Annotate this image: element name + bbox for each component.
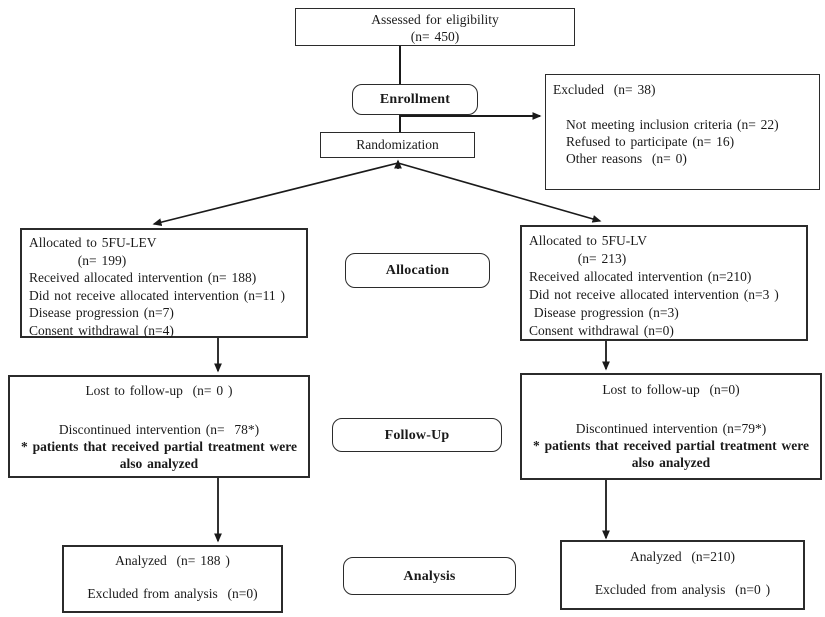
alloc-left-line: Received allocated intervention (n= 188)	[29, 270, 257, 285]
phase-enrollment: Enrollment	[352, 84, 478, 115]
ana-right-analyzed: Analyzed (n=210)	[629, 549, 736, 564]
excluded-item: Not meeting inclusion criteria (n= 22)	[566, 117, 779, 132]
alloc-right-line: Consent withdrawal (n=0)	[529, 323, 674, 338]
alloc-left-line: Allocated to 5FU-LEV	[29, 235, 157, 250]
phase-analysis: Analysis	[343, 557, 516, 595]
assessed-box: Assessed for eligibility (n= 450)	[295, 8, 575, 46]
alloc-right-line: Allocated to 5FU-LV	[529, 233, 647, 248]
randomization-box: Randomization	[320, 132, 475, 158]
allocation-right-box: Allocated to 5FU-LV (n= 213) Received al…	[520, 225, 808, 341]
alloc-left-line: Consent withdrawal (n=4)	[29, 322, 174, 338]
randomization-label: Randomization	[356, 137, 439, 152]
fu-right-discontinued: Discontinued intervention (n=79*)	[575, 421, 767, 436]
excluded-item: Refused to participate (n= 16)	[566, 134, 735, 149]
alloc-left-line: Did not receive allocated intervention (…	[29, 287, 286, 303]
ana-right-excluded: Excluded from analysis (n=0 )	[594, 582, 771, 597]
followup-left-box: Lost to follow-up (n= 0 ) Discontinued i…	[8, 375, 310, 478]
fu-right-lost: Lost to follow-up (n=0)	[602, 382, 740, 397]
ana-left-excluded: Excluded from analysis (n=0)	[87, 586, 258, 601]
ana-left-analyzed: Analyzed (n= 188 )	[115, 553, 230, 568]
excluded-box: Excluded (n= 38) Not meeting inclusion c…	[545, 74, 820, 190]
fu-left-note: * patients that received partial treatme…	[21, 439, 302, 471]
phase-enrollment-label: Enrollment	[379, 92, 451, 107]
phase-followup-label: Follow-Up	[384, 427, 450, 443]
excluded-title: Excluded (n= 38)	[553, 82, 656, 97]
phase-allocation-label: Allocation	[385, 263, 450, 278]
alloc-right-line: Did not receive allocated intervention (…	[529, 287, 779, 302]
alloc-right-line: Disease progression (n=3)	[529, 305, 679, 320]
excluded-item: Other reasons (n= 0)	[566, 151, 687, 166]
phase-followup: Follow-Up	[332, 418, 502, 452]
phase-allocation: Allocation	[345, 253, 490, 288]
fu-right-note: * patients that received partial treatme…	[533, 438, 814, 470]
phase-analysis-label: Analysis	[403, 568, 456, 584]
followup-right-box: Lost to follow-up (n=0) Discontinued int…	[520, 373, 822, 480]
analysis-right-box: Analyzed (n=210) Excluded from analysis …	[560, 540, 805, 610]
analysis-left-box: Analyzed (n= 188 ) Excluded from analysi…	[62, 545, 283, 613]
alloc-right-line: Received allocated intervention (n=210)	[529, 269, 752, 284]
fu-left-lost: Lost to follow-up (n= 0 )	[85, 383, 233, 398]
alloc-right-line: (n= 213)	[529, 251, 627, 266]
assessed-n: (n= 450)	[410, 29, 460, 44]
alloc-left-line: Disease progression (n=7)	[29, 305, 174, 320]
fu-left-discontinued: Discontinued intervention (n= 78*)	[58, 422, 260, 437]
allocation-left-box: Allocated to 5FU-LEV (n= 199) Received a…	[20, 228, 308, 338]
alloc-left-line: (n= 199)	[29, 252, 127, 268]
assessed-line1: Assessed for eligibility	[371, 12, 499, 27]
